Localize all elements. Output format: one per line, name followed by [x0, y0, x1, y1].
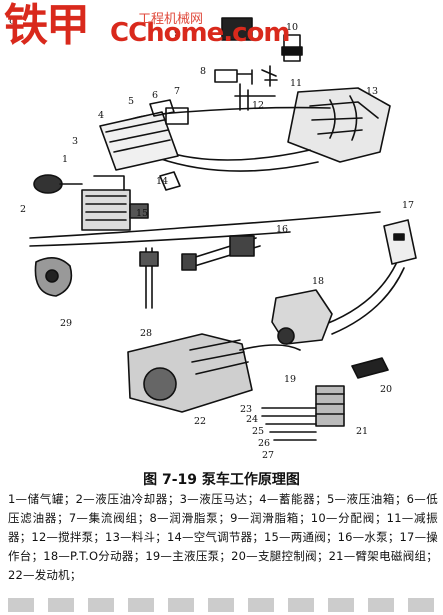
site-watermark: 铁甲 CChome.com 工程机械网 [4, 0, 291, 52]
air-tank [33, 174, 63, 194]
label-17: 17 [402, 200, 414, 211]
accumulator [149, 99, 175, 117]
boom-solenoid-valves [315, 385, 345, 427]
label-3: 3 [72, 136, 78, 147]
label-6: 6 [152, 90, 158, 101]
watermark-site: CChome.com [110, 18, 291, 48]
label-23: 23 [240, 404, 252, 415]
grease-tank [221, 17, 253, 41]
operator-console [383, 219, 417, 265]
faded-bottom-text [8, 598, 438, 612]
label-18: 18 [312, 276, 324, 287]
label-1: 1 [62, 154, 68, 165]
engine [127, 333, 253, 413]
two-way-valve [129, 203, 149, 219]
label-29: 29 [60, 318, 72, 329]
label-22: 22 [194, 416, 206, 427]
figure-legend: 1—储气罐；2—液压油冷却器；3—液压马达；4—蓄能器；5—液压油箱；6—低压滤… [8, 492, 438, 582]
label-14: 14 [156, 176, 168, 187]
label-10: 10 [286, 22, 298, 33]
label-26: 26 [258, 438, 270, 449]
label-12: 12 [252, 100, 264, 111]
label-8: 8 [200, 66, 206, 77]
label-9b: 9 [174, 28, 180, 39]
label-9: 9 [9, 18, 15, 29]
watermark-cn-text: 工程机械网 [138, 12, 204, 27]
label-11: 11 [290, 78, 302, 89]
outrigger-valve [351, 357, 389, 379]
label-21: 21 [356, 426, 368, 437]
label-19: 19 [284, 374, 296, 385]
label-27: 27 [262, 450, 274, 461]
label-5: 5 [128, 96, 134, 107]
grease-pump [214, 69, 253, 85]
label-24: 24 [246, 414, 258, 425]
label-2: 2 [20, 204, 26, 215]
label-16: 16 [276, 224, 288, 235]
hydraulic-motor [93, 175, 125, 191]
figure-caption: 图 7-19 泵车工作原理图 [143, 472, 300, 488]
main-pump [277, 327, 295, 345]
label-28: 28 [140, 328, 152, 339]
label-7: 7 [174, 86, 180, 97]
label-25: 25 [252, 426, 264, 437]
label-15: 15 [136, 208, 148, 219]
manifold [165, 107, 189, 125]
watermark-logo: 铁甲 [4, 0, 90, 51]
label-20: 20 [380, 384, 392, 395]
label-13: 13 [366, 86, 378, 97]
label-4: 4 [98, 110, 104, 121]
hydraulic-tank [99, 111, 179, 171]
